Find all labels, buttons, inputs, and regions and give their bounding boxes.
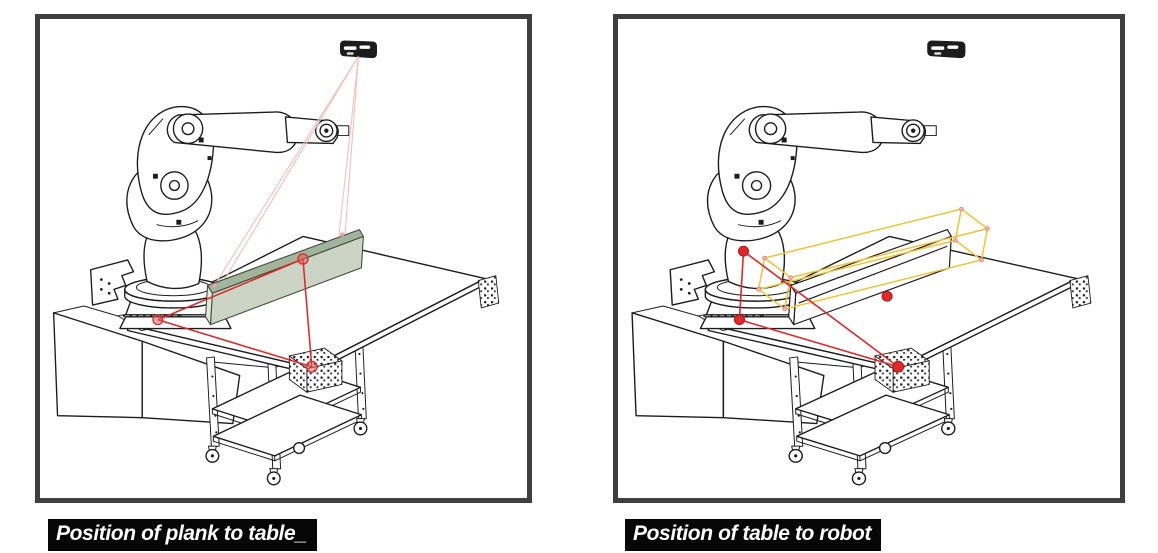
panel-plank-to-table (35, 14, 532, 503)
dot-base-marker (152, 314, 164, 326)
dot-corner-marker (305, 360, 318, 373)
reference-triangle-lines (157, 258, 313, 368)
reference-point-dots (733, 245, 905, 373)
camera-ray-lines (213, 55, 360, 289)
dot-base-marker (733, 314, 746, 326)
plank-green (205, 229, 364, 326)
caption-plank-to-table: Position of plank to table_ (48, 519, 317, 551)
caption-table-to-robot: Position of table to robot (625, 519, 882, 551)
dot-corner-marker (892, 360, 905, 373)
reference-triangle-lines (738, 250, 899, 368)
scene-plank-to-table (52, 39, 500, 486)
reference-point-dots (152, 253, 318, 373)
bounding-box-corner-dots (756, 206, 990, 312)
yellow-bounding-box (756, 206, 990, 312)
dot-robot-base (737, 245, 750, 257)
dot-plank-center (881, 290, 893, 302)
dot-plank-edge (297, 253, 309, 265)
panel-table-to-robot (613, 14, 1125, 503)
scene-table-to-robot (631, 39, 1092, 486)
